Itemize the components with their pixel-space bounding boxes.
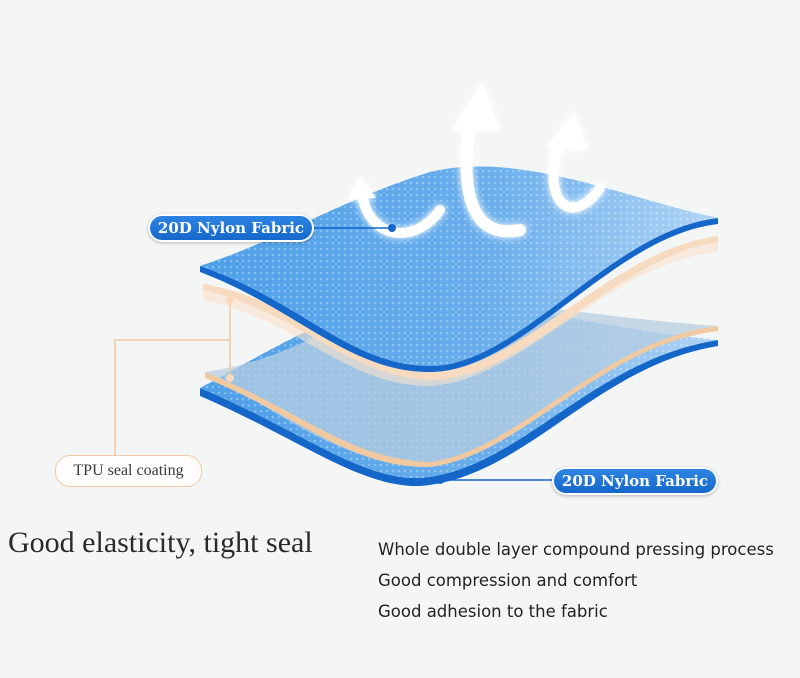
headline: Good elasticity, tight seal [8,526,313,559]
feature-item: Good adhesion to the fabric [378,602,608,621]
tpu-coating-upper [203,236,718,386]
top-fabric-label: 20D Nylon Fabric [148,214,314,242]
feature-item: Whole double layer compound pressing pro… [378,540,774,559]
feature-item: Good compression and comfort [378,571,638,590]
breathable-arrow-icon [348,82,605,238]
connector-lines [114,224,552,484]
bottom-fabric-label: 20D Nylon Fabric [552,467,718,495]
top-nylon-layer [200,166,718,372]
coating-label: TPU seal coating [55,455,202,487]
